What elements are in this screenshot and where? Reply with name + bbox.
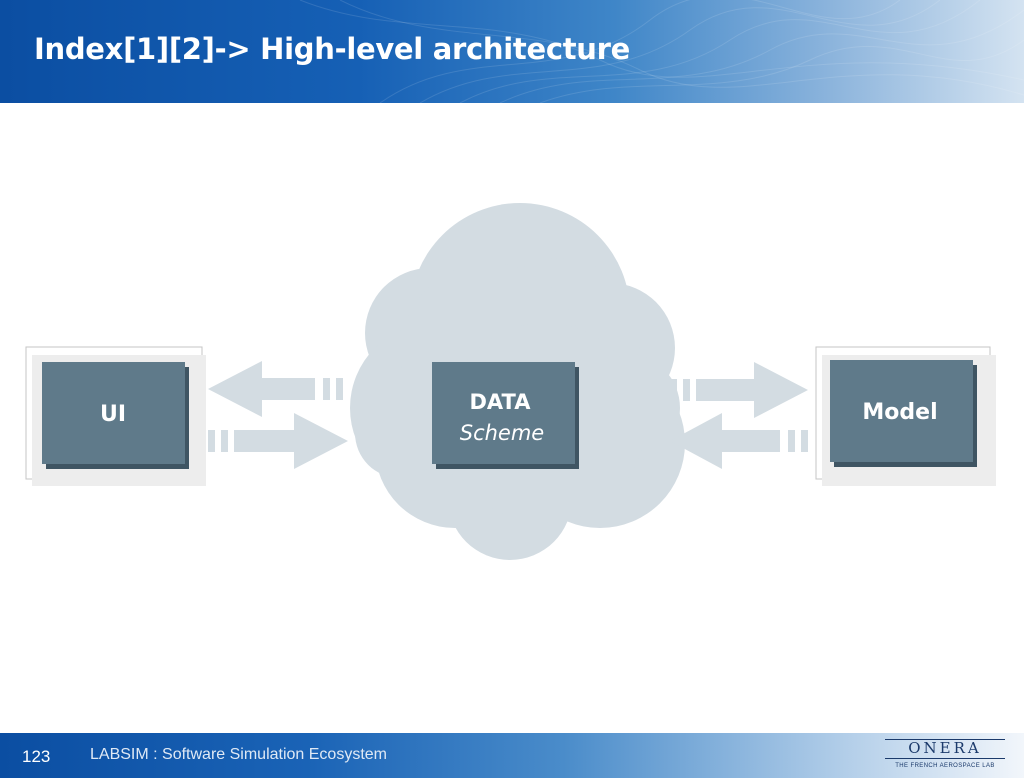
arrow-data-to-ui	[208, 361, 343, 417]
footer-bar: 123 LABSIM : Software Simulation Ecosyst…	[0, 733, 1024, 778]
data-node-label: DATA	[469, 390, 531, 414]
ui-node-label: UI	[100, 402, 126, 427]
footer-title: LABSIM : Software Simulation Ecosystem	[90, 746, 387, 763]
logo-rule	[885, 739, 1005, 740]
page-number: 123	[22, 747, 51, 766]
data-node: DATA Scheme	[432, 362, 579, 469]
header-banner: Index[1][2]-> High-level architecture	[0, 0, 1024, 103]
onera-logo: ONERA THE FRENCH AEROSPACE LAB	[880, 737, 1010, 775]
arrow-ui-to-data	[208, 413, 348, 469]
logo-tagline: THE FRENCH AEROSPACE LAB	[895, 763, 995, 769]
data-node-sublabel: Scheme	[460, 421, 544, 445]
arrow-model-to-data	[670, 413, 808, 469]
logo-name: ONERA	[908, 739, 982, 757]
model-node: Model	[815, 346, 996, 486]
model-node-label: Model	[862, 400, 937, 425]
arrow-data-to-model	[670, 362, 808, 418]
logo-rule	[885, 758, 1005, 759]
header-wave-pattern	[299, 0, 1024, 103]
ui-node: UI	[25, 346, 206, 486]
architecture-diagram: UI DATA Scheme Model	[25, 203, 996, 560]
slide-title: Index[1][2]-> High-level architecture	[34, 32, 630, 66]
